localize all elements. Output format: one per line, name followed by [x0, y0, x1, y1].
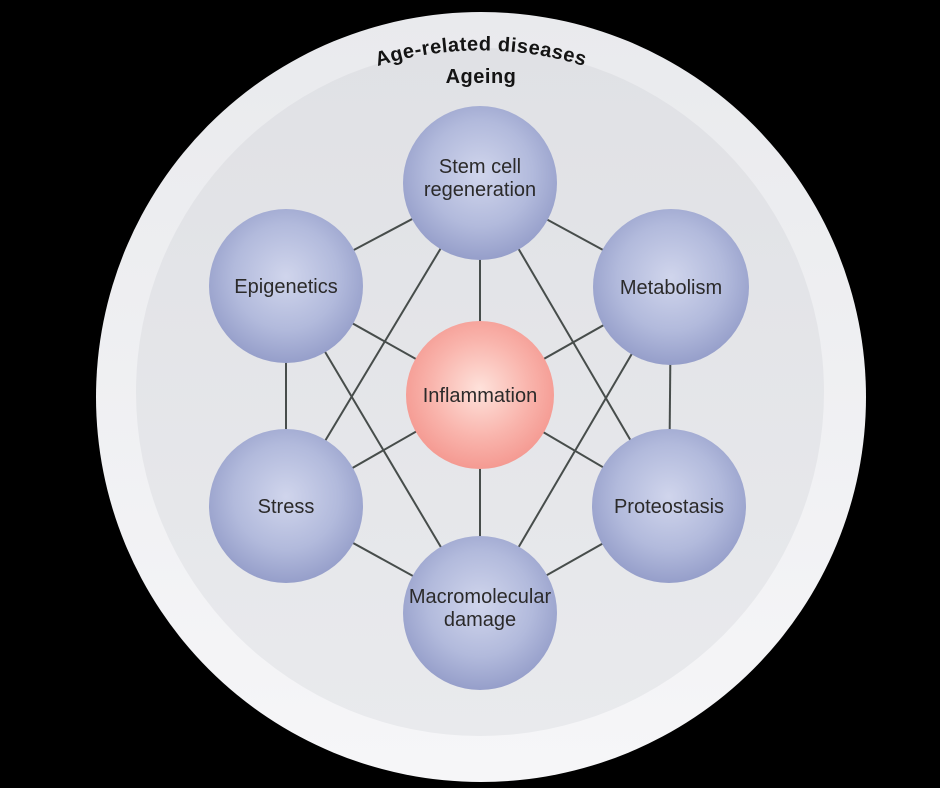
node-inflammation: Inflammation	[406, 321, 554, 469]
ageing-label: Ageing	[446, 66, 517, 88]
node-circle-epigenetics	[209, 209, 363, 363]
node-circle-macromolecular-damage	[403, 536, 557, 690]
node-circle-metabolism	[593, 209, 749, 365]
node-circle-proteostasis	[592, 429, 746, 583]
node-epigenetics: Epigenetics	[209, 209, 363, 363]
node-label-macromolecular-damage-line2: damage	[444, 609, 516, 631]
node-label-proteostasis: Proteostasis	[614, 496, 724, 518]
node-metabolism: Metabolism	[593, 209, 749, 365]
node-label-metabolism: Metabolism	[620, 277, 722, 299]
node-label-macromolecular-damage-line1: Macromolecular	[409, 586, 552, 608]
node-circle-inflammation	[406, 321, 554, 469]
node-circle-stress	[209, 429, 363, 583]
node-label-stem-cell-regeneration-line1: Stem cell	[439, 156, 521, 178]
node-label-stem-cell-regeneration-line2: regeneration	[424, 179, 536, 201]
node-circle-stem-cell-regeneration	[403, 106, 557, 260]
node-proteostasis: Proteostasis	[592, 429, 746, 583]
node-label-stress: Stress	[258, 496, 315, 518]
node-label-epigenetics: Epigenetics	[234, 276, 337, 298]
node-stress: Stress	[209, 429, 363, 583]
node-label-inflammation: Inflammation	[423, 385, 538, 407]
